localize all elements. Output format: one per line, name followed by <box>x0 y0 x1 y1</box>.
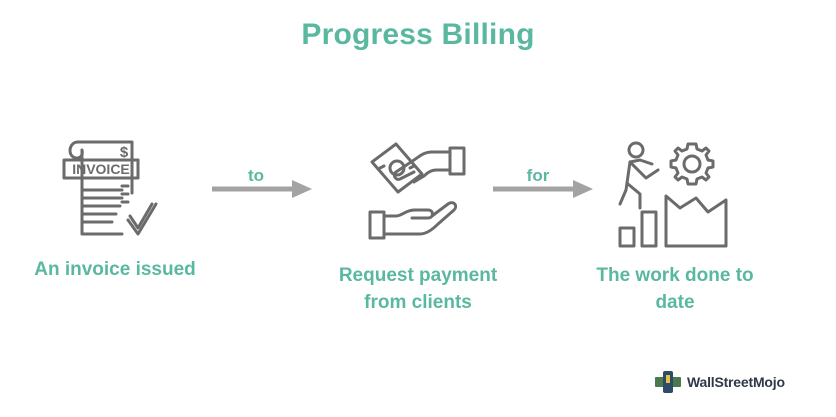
work-progress-icon <box>618 141 728 248</box>
step-2-label: Request payment from clients <box>320 262 516 316</box>
step-1-label: An invoice issued <box>20 256 210 283</box>
brand-logo: WallStreetMojo <box>653 368 785 396</box>
step-1-label-line-1: An invoice issued <box>34 259 196 280</box>
step-2-label-line-1: Request payment <box>338 265 498 286</box>
invoice-icon-text: INVOICE <box>72 161 130 177</box>
step-3-label-line-2: date <box>655 292 695 313</box>
step-3-label-line-1: The work done to <box>596 265 754 286</box>
connector-2-arrow <box>493 180 593 198</box>
brand-logo-icon <box>655 371 681 393</box>
invoice-icon: INVOICE $ <box>62 140 158 236</box>
step-2-label-line-2: from clients <box>364 292 472 313</box>
brand-name: WallStreetMojo <box>687 374 785 390</box>
connector-1-arrow <box>212 180 312 198</box>
payment-request-icon <box>368 142 466 240</box>
dollar-icon: $ <box>120 144 129 161</box>
step-3-label: The work done to date <box>575 262 775 316</box>
connector-1-word: to <box>247 166 265 185</box>
diagram-title: Progress Billing <box>301 18 535 51</box>
connector-2-word: for <box>526 166 550 185</box>
